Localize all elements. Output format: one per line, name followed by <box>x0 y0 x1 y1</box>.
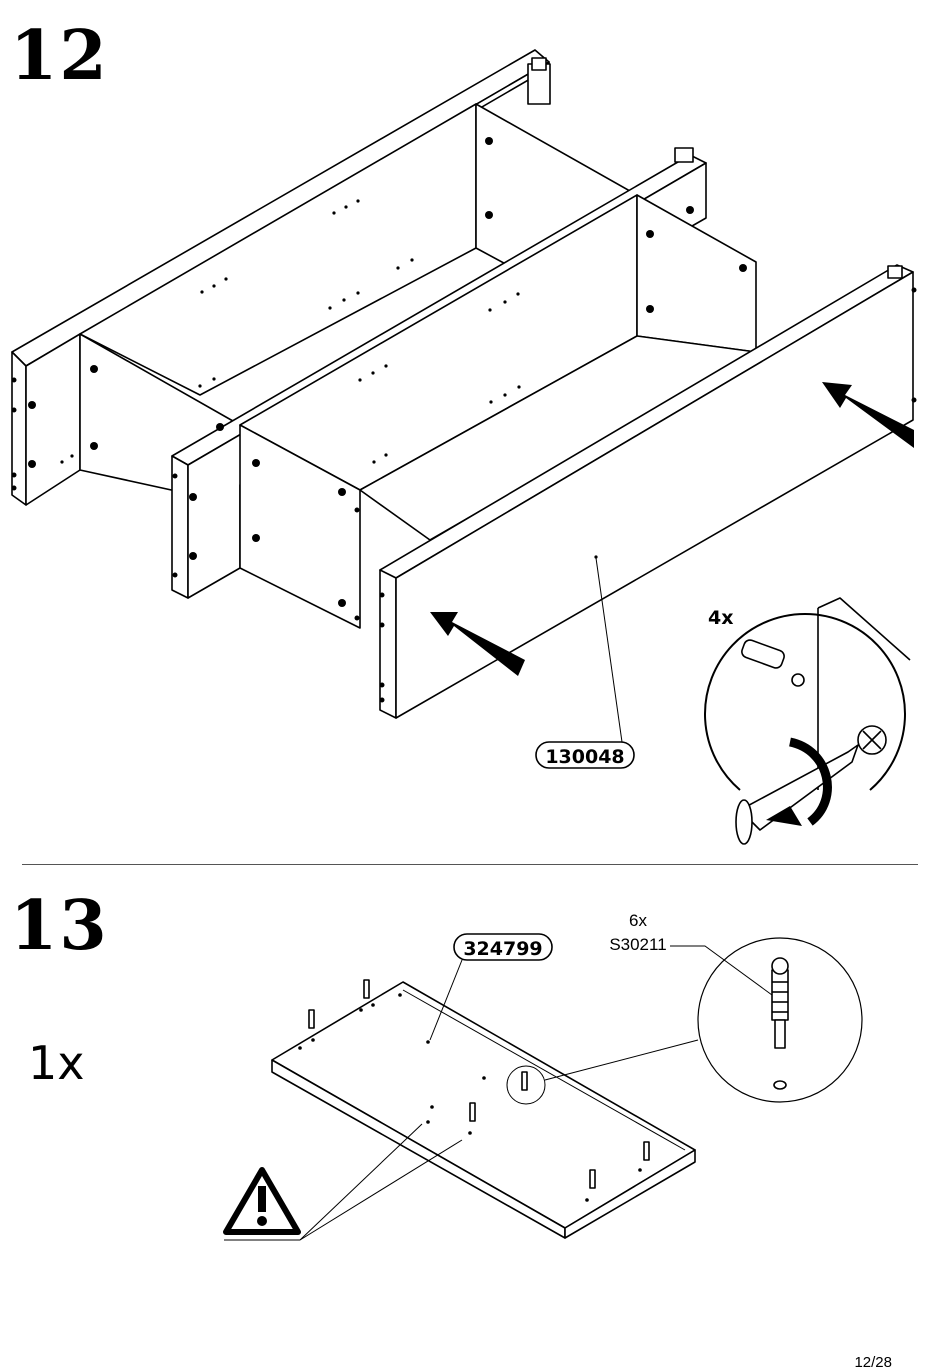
cam-bolt-icon <box>858 726 886 754</box>
detail-part-s30211: S30211 <box>609 935 666 954</box>
part-label-130048: 130048 <box>545 746 624 768</box>
part-label-324799: 324799 <box>463 938 542 960</box>
detail-quantity-4x: 4x <box>708 607 733 629</box>
detail-quantity-6x: 6x <box>629 911 647 930</box>
detail-dowel-insert <box>705 598 910 844</box>
detail-cam-bolt <box>670 938 862 1102</box>
screwdriver-icon <box>736 745 858 844</box>
shelf-board <box>272 982 695 1238</box>
dowel-icon <box>740 638 804 686</box>
